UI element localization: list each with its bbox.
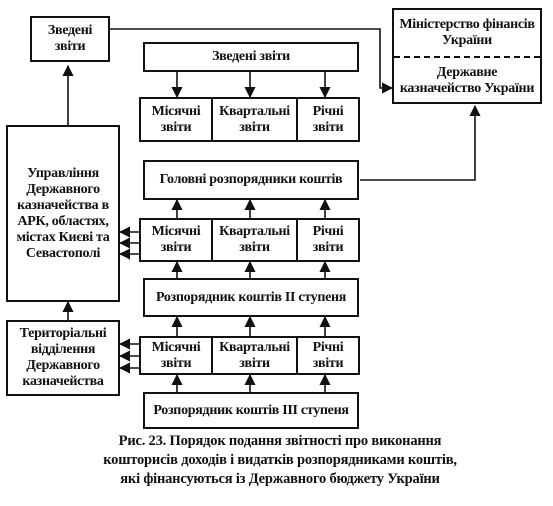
ministry-label: Міністерство фінансів України (399, 17, 535, 48)
monthly-reports-label: Місячні звіти (151, 224, 201, 255)
annual-reports-cell: Річні звіти (298, 220, 358, 260)
reports-row-3: Місячні звіти Квартальні звіти Річні зві… (139, 336, 360, 375)
monthly-reports-label: Місячні звіти (151, 339, 201, 371)
quarterly-reports-label: Квартальні звіти (219, 339, 290, 371)
quarterly-reports-cell: Квартальні звіти (213, 338, 298, 373)
summary-reports-left-box: Зведені звіти (30, 16, 110, 62)
caption-line-3: які фінансуються із Державного бюджету У… (120, 471, 440, 487)
annual-reports-label: Річні звіти (312, 339, 344, 371)
summary-reports-top-box: Зведені звіти (143, 42, 359, 72)
treasury-administration-label: Управління Державного казначейства в АРК… (16, 165, 110, 261)
monthly-reports-label: Місячні звіти (151, 103, 201, 135)
quarterly-reports-cell: Квартальні звіти (213, 99, 298, 140)
territorial-offices-label: Територіальні відділення Державного казн… (19, 326, 107, 389)
manager-level-3-label: Розпорядник коштів ІІІ ступеня (153, 402, 349, 418)
manager-level-3-box: Розпорядник коштів ІІІ ступеня (143, 392, 359, 429)
reports-row-1: Місячні звіти Квартальні звіти Річні зві… (139, 97, 360, 142)
monthly-reports-cell: Місячні звіти (141, 338, 213, 373)
manager-level-2-box: Розпорядник коштів ІІ ступеня (143, 278, 359, 317)
manager-level-2-label: Розпорядник коштів ІІ ступеня (155, 289, 347, 305)
monthly-reports-cell: Місячні звіти (141, 99, 213, 140)
annual-reports-label: Річні звіти (312, 224, 344, 255)
summary-reports-left-label: Зведені звіти (47, 23, 93, 54)
territorial-offices-box: Територіальні відділення Державного казн… (6, 320, 120, 396)
annual-reports-cell: Річні звіти (298, 338, 358, 373)
annual-reports-label: Річні звіти (312, 103, 344, 135)
quarterly-reports-label: Квартальні звіти (219, 103, 290, 135)
treasury-administration-box: Управління Державного казначейства в АРК… (6, 125, 120, 302)
quarterly-reports-cell: Квартальні звіти (213, 220, 298, 260)
caption-line-1: Рис. 23. Порядок подання звітності про в… (118, 433, 442, 449)
caption-line-2: кошторисів доходів і видатків розпорядни… (103, 452, 457, 468)
main-managers-label: Головні розпорядники коштів (159, 172, 343, 187)
state-treasury-label: Державне казначейство України (399, 65, 535, 96)
annual-reports-cell: Річні звіти (298, 99, 358, 140)
ministry-top-section: Міністерство фінансів України (394, 10, 540, 56)
quarterly-reports-label: Квартальні звіти (219, 224, 290, 255)
monthly-reports-cell: Місячні звіти (141, 220, 213, 260)
main-managers-box: Головні розпорядники коштів (143, 160, 359, 200)
ministry-of-finance-box: Міністерство фінансів України Державне к… (392, 8, 542, 104)
treasury-bottom-section: Державне казначейство України (394, 56, 540, 104)
summary-reports-top-label: Зведені звіти (212, 49, 290, 64)
figure-caption: Рис. 23. Порядок подання звітності про в… (30, 432, 530, 489)
reports-row-2: Місячні звіти Квартальні звіти Річні зві… (139, 218, 360, 262)
